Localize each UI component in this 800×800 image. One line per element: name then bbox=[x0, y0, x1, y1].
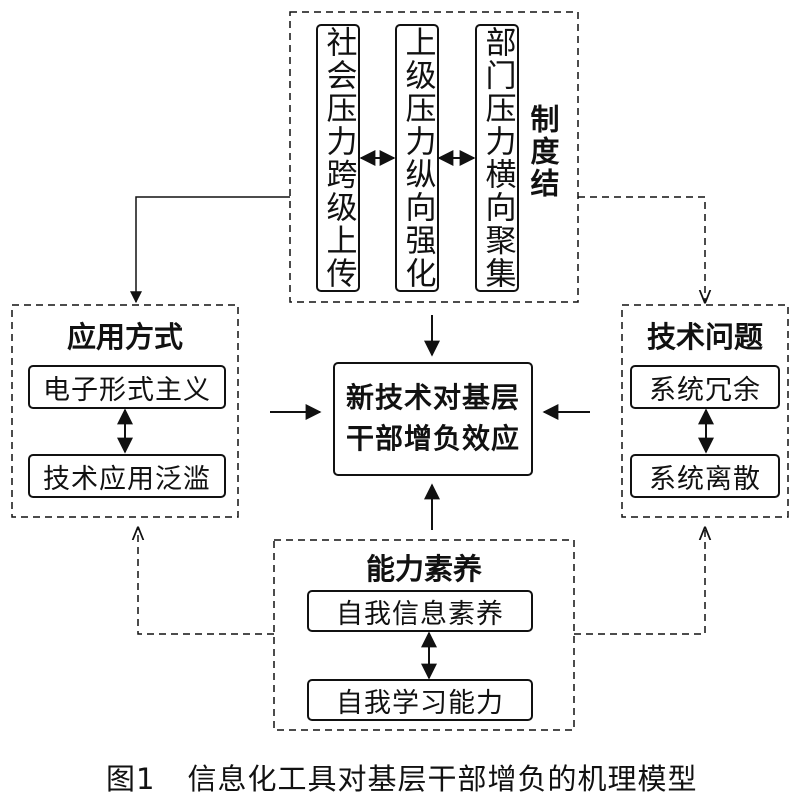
system-fragmentation-box: 系统离散 bbox=[630, 454, 780, 498]
system-redundancy-box: 系统冗余 bbox=[630, 365, 780, 409]
department-pressure-box: 部门压力横向聚集 bbox=[475, 24, 519, 292]
figure-number: 图1 bbox=[106, 762, 156, 796]
superior-pressure-box: 上级压力纵向强化 bbox=[395, 24, 439, 292]
center-effect-box: 新技术对基层 干部增负效应 bbox=[333, 362, 533, 476]
capability-title: 能力素养 bbox=[365, 552, 482, 586]
arrow-capability-to-technical bbox=[574, 528, 705, 635]
application-title: 应用方式 bbox=[66, 320, 183, 354]
technical-title: 技术问题 bbox=[646, 320, 763, 354]
arrow-capability-to-application bbox=[138, 528, 274, 635]
center-line-2: 干部增负效应 bbox=[345, 422, 520, 455]
capability-group-frame bbox=[273, 539, 575, 731]
application-group-frame bbox=[11, 304, 239, 518]
figure-caption-text: 信息化工具对基层干部增负的机理模型 bbox=[187, 762, 698, 796]
arrow-institution-to-technical bbox=[578, 196, 705, 302]
info-literacy-box: 自我信息素养 bbox=[307, 590, 533, 632]
e-formalism-box: 电子形式主义 bbox=[28, 365, 226, 409]
institution-title: 制度结 bbox=[526, 104, 560, 200]
learning-ability-box: 自我学习能力 bbox=[307, 679, 533, 721]
figure-caption: 图1 信息化工具对基层干部增负的机理模型 bbox=[106, 756, 697, 798]
tech-overuse-box: 技术应用泛滥 bbox=[28, 454, 226, 498]
institution-group-frame bbox=[289, 11, 579, 303]
center-line-1: 新技术对基层 bbox=[345, 381, 520, 415]
arrow-institution-to-application bbox=[130, 196, 290, 304]
technical-group-frame bbox=[621, 304, 789, 518]
social-pressure-box: 社会压力跨级上传 bbox=[316, 24, 360, 292]
